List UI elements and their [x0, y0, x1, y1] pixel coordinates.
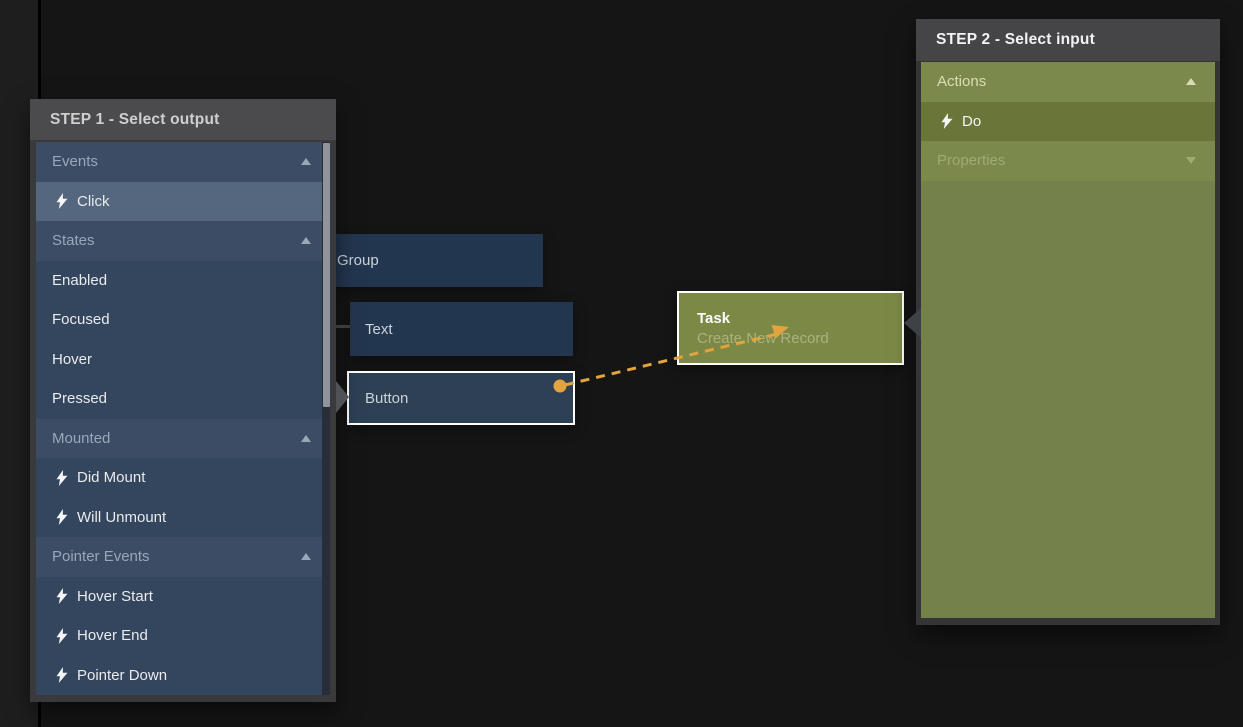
step1-panel-pointer [336, 381, 349, 413]
row-label: Hover Start [77, 587, 153, 605]
list-item-will-unmount[interactable]: Will Unmount [36, 498, 330, 538]
list-item-enabled[interactable]: Enabled [36, 261, 330, 301]
list-item-hover-start[interactable]: Hover Start [36, 577, 330, 617]
chevron-down-icon [1186, 157, 1196, 165]
row-label: Mounted [52, 429, 111, 447]
lightning-icon [56, 588, 68, 605]
section-events[interactable]: Events [36, 142, 330, 182]
node-subtitle: Create New Record [697, 329, 829, 347]
connection-stub [336, 325, 350, 328]
scrollbar-thumb[interactable] [322, 143, 330, 407]
list-item-pointer-down[interactable]: Pointer Down [36, 656, 330, 696]
list-item-do[interactable]: Do [921, 101, 1215, 141]
chevron-up-icon [301, 237, 311, 245]
list-item-focused[interactable]: Focused [36, 300, 330, 340]
row-label: Properties [937, 152, 1006, 170]
lightning-icon [56, 627, 68, 644]
step2-panel-pointer [904, 308, 921, 338]
row-label: Pointer Down [77, 666, 168, 684]
row-label: Will Unmount [77, 508, 167, 526]
row-label: Actions [937, 73, 987, 91]
row-label: Pointer Events [52, 548, 150, 566]
section-states[interactable]: States [36, 221, 330, 261]
row-label: States [52, 232, 95, 250]
lightning-icon [56, 509, 68, 526]
row-label: Did Mount [77, 469, 146, 487]
section-pointer-events[interactable]: Pointer Events [36, 537, 330, 577]
list-item-hover-end[interactable]: Hover End [36, 616, 330, 656]
lightning-icon [56, 193, 68, 210]
row-label: Events [52, 153, 98, 171]
row-label: Pressed [52, 390, 108, 408]
node-label: Group [337, 252, 379, 269]
chevron-up-icon [301, 158, 311, 166]
chevron-up-icon [301, 434, 311, 442]
lightning-icon [941, 113, 953, 130]
row-label: Focused [52, 311, 110, 329]
chevron-up-icon [1186, 78, 1196, 86]
node-title: Task [697, 309, 731, 327]
lightning-icon [56, 469, 68, 486]
list-item-did-mount[interactable]: Did Mount [36, 458, 330, 498]
node-label: Text [365, 320, 393, 338]
node-button[interactable]: Button [347, 371, 575, 425]
row-label: Hover [52, 350, 93, 368]
step2-panel-title: STEP 2 - Select input [916, 19, 1220, 61]
row-label: Do [962, 112, 982, 130]
chevron-up-icon [301, 553, 311, 561]
step1-panel-title: STEP 1 - Select output [30, 99, 336, 140]
lightning-icon [56, 667, 68, 684]
node-label: Button [365, 389, 409, 407]
node-text[interactable]: Text [350, 302, 573, 356]
row-label: Click [77, 192, 110, 210]
row-label: Enabled [52, 271, 108, 289]
section-mounted[interactable]: Mounted [36, 418, 330, 458]
list-item-pressed[interactable]: Pressed [36, 379, 330, 419]
node-task[interactable]: Task Create New Record [677, 291, 904, 365]
section-properties[interactable]: Properties [921, 141, 1215, 181]
list-item-click[interactable]: Click [36, 181, 330, 221]
row-label: Hover End [77, 627, 148, 645]
scrollbar-track[interactable] [322, 142, 330, 695]
list-item-hover[interactable]: Hover [36, 340, 330, 380]
section-actions[interactable]: Actions [921, 62, 1215, 102]
node-group[interactable]: Group [300, 234, 543, 287]
